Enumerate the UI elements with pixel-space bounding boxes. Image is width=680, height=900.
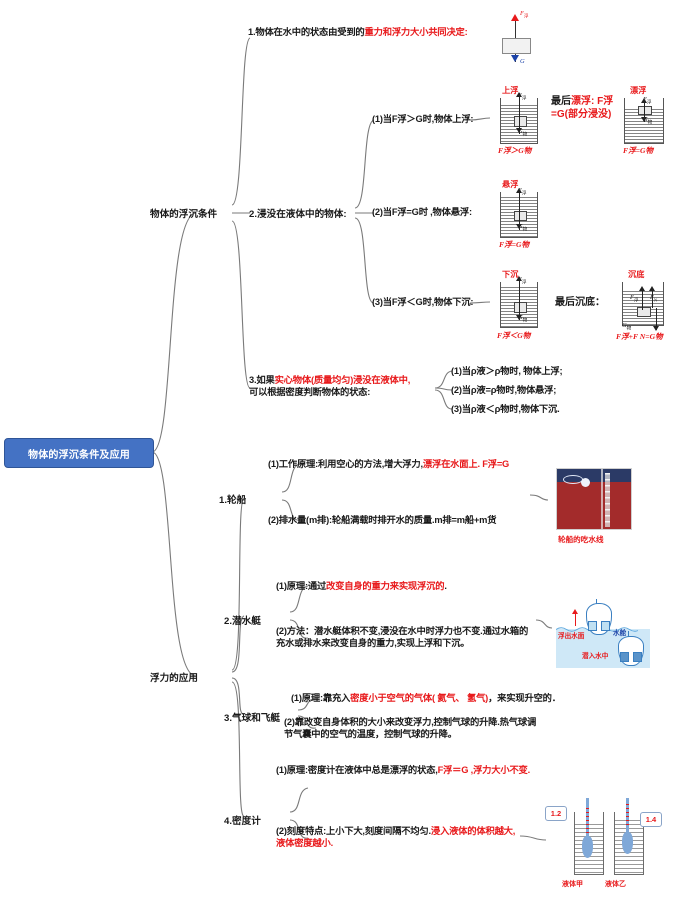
- figure-float-caption: 漂浮: [630, 86, 647, 95]
- note-float-c: : F浮: [591, 96, 614, 107]
- app3-sub1-plain: (1)原理:靠充入: [291, 693, 351, 703]
- item3-emphasis: 实心物体(质量均匀)浸没在液体中,: [274, 375, 411, 385]
- figure-floating: 漂浮 F浮 G物 F浮=G物: [616, 84, 674, 156]
- submarine-label-tank: 水舱: [613, 630, 627, 637]
- app3-sub2-plain: (2)靠改变自身体积的大小来改变浮力,控制气球的升降.热气球调节气囊中的空气的温…: [284, 717, 537, 740]
- figure-bottom-formula: F浮+F N=G物: [616, 332, 663, 341]
- ship-waterline-image: [556, 468, 632, 530]
- app1-sub-1: (1)工作原理:利用空心的方法,增大浮力,漂浮在水面上. F浮=G: [268, 458, 509, 470]
- hydrometer-value-right: 1.4: [640, 812, 662, 827]
- item3-sub-3: (3)当ρ液＜ρ物时,物体下沉.: [451, 404, 560, 414]
- connector-note-sink: 最后沉底：: [555, 297, 605, 308]
- app1-sub2-plain: (2)排水量(m排):轮船满载时排开水的质量.m排=m船+m货: [268, 515, 497, 525]
- root-node[interactable]: 物体的浮沉条件及应用: [4, 438, 154, 468]
- figure-suspend-formula: F浮=G物: [499, 240, 530, 249]
- item3-prefix: 3.如果: [249, 375, 275, 385]
- figure-up-caption: 上浮: [502, 86, 519, 95]
- app2-sub1-tail: .: [444, 581, 447, 591]
- ship-image-caption: 轮船的吃水线: [558, 535, 604, 544]
- app1-sub1-red: 漂浮在水面上. F浮=G: [422, 459, 510, 469]
- item2-label[interactable]: 2.浸没在液体中的物体:: [249, 209, 347, 220]
- figure-sink-formula: F浮＜G物: [497, 331, 531, 340]
- figure-suspended: 悬浮 F浮 G物 F浮=G物: [492, 178, 548, 250]
- root-label: 物体的浮沉条件及应用: [28, 449, 130, 461]
- app1-sub1-plain: (1)工作原理:利用空心的方法,增大浮力,: [268, 459, 423, 469]
- note-float-a: 最后: [551, 96, 571, 107]
- hydrometer-caption-right: 液体乙: [605, 881, 626, 888]
- app4-sub1-plain: (1)原理:密度计在液体中总是漂浮的状态,: [276, 765, 438, 775]
- app4-sub2-plain: (2)刻度特点:上小下大,刻度间隔不均匀.: [276, 826, 431, 836]
- note-float-line2: =G(部分浸没): [551, 109, 612, 120]
- item2-sub-2: (2)当F浮=G时 ,物体悬浮:: [372, 207, 472, 217]
- figure-sink-caption: 下沉: [502, 270, 519, 279]
- app4-sub-2: (2)刻度特点:上小下大,刻度间隔不均匀.浸入液体的体积越大,液体密度越小.: [276, 825, 520, 850]
- figure-float-formula: F浮=G物: [623, 146, 654, 155]
- app3-sub1-red: 密度小于空气的气体( 氦气、 氢气): [350, 693, 489, 703]
- app4-sub-1: (1)原理:密度计在液体中总是漂浮的状态,F浮＝G ,浮力大小不变.: [276, 764, 530, 776]
- app-item-1-label[interactable]: 1.轮船: [219, 495, 247, 506]
- app-item-3-label[interactable]: 3.气球和飞艇: [224, 713, 280, 724]
- branch-label-buoyancy-conditions[interactable]: 物体的浮沉条件: [150, 209, 218, 220]
- item1-text: 1.物体在水中的状态由受到的重力和浮力大小共同决定:: [248, 26, 468, 38]
- app2-sub-2: (2)方法：潜水艇体积不变,浸没在水中时浮力也不变.通过水箱的充水或排水来改变自…: [276, 625, 534, 650]
- app-item-2-label[interactable]: 2.潜水艇: [224, 616, 261, 627]
- figure-resting-bottom: 沉底 F浮 FN G物 F浮+F N=G物: [616, 270, 664, 341]
- submarine-image: [556, 598, 650, 668]
- app1-sub-2: (2)排水量(m排):轮船满载时排开水的质量.m排=m船+m货: [268, 514, 497, 526]
- app4-sub1-red: F浮＝G ,浮力大小不变.: [437, 765, 531, 775]
- item2-sub-3: (3)当F浮＜G时,物体下沉:: [372, 297, 474, 307]
- app2-sub-1: (1)原理:通过改变自身的重力来实现浮沉的.: [276, 580, 447, 592]
- app2-sub2-plain: (2)方法：潜水艇体积不变,浸没在水中时浮力也不变.通过水箱的充水或排水来改变自…: [276, 626, 529, 649]
- item1-prefix: 1.物体在水中的状态由受到的: [248, 27, 365, 37]
- app3-sub1-tail: ，来实现升空的．: [488, 693, 561, 703]
- note-float-b: 漂浮: [571, 96, 591, 107]
- app4-sub2-red: 浸入液体的体积越大,液体密度越小.: [276, 826, 516, 849]
- figure-up-formula: F浮＞G物: [498, 146, 532, 155]
- item3-sub-2: (2)当ρ液=ρ物时,物体悬浮;: [451, 385, 557, 395]
- app2-sub1-red: 改变自身的重力来实现浮沉的: [326, 581, 445, 591]
- branch-label-buoyancy-applications[interactable]: 浮力的应用: [150, 673, 198, 684]
- figure-bottom-caption: 沉底: [628, 270, 645, 279]
- app2-sub1-plain: (1)原理:通过: [276, 581, 327, 591]
- item3-text: 3.如果实心物体(质量均匀)浸没在液体中, 可以根据密度判断物体的状态:: [249, 374, 435, 399]
- item2-sub-1: (1)当F浮＞G时,物体上浮:: [372, 114, 474, 124]
- figure-floating-up: 上浮 F浮 G物 F浮＞G物: [492, 84, 548, 156]
- figure-sinking: 下沉 F浮 G物 F浮＜G物: [492, 268, 548, 342]
- item1-emphasis: 重力和浮力大小共同决定:: [364, 27, 468, 37]
- item3-line2: 可以根据密度判断物体的状态:: [249, 387, 371, 398]
- app-item-4-label[interactable]: 4.密度计: [224, 816, 261, 827]
- figure-suspend-caption: 悬浮: [502, 180, 519, 189]
- app3-sub-2: (2)靠改变自身体积的大小来改变浮力,控制气球的升降.热气球调节气囊中的空气的温…: [284, 716, 544, 741]
- app3-sub-1: (1)原理:靠充入密度小于空气的气体( 氦气、 氢气)，来实现升空的．: [291, 692, 561, 704]
- figure-force-arrows: F浮 G: [494, 8, 554, 70]
- connector-note-float: 最后漂浮: F浮 =G(部分浸没): [551, 95, 613, 121]
- submarine-label-dive: 潜入水中: [582, 653, 609, 660]
- submarine-label-surface: 浮出水面: [558, 633, 585, 640]
- item3-sub-1: (1)当ρ液＞ρ物时, 物体上浮;: [451, 366, 563, 376]
- hydrometer-caption-left: 液体甲: [562, 881, 583, 888]
- hydrometer-value-left: 1.2: [545, 806, 567, 821]
